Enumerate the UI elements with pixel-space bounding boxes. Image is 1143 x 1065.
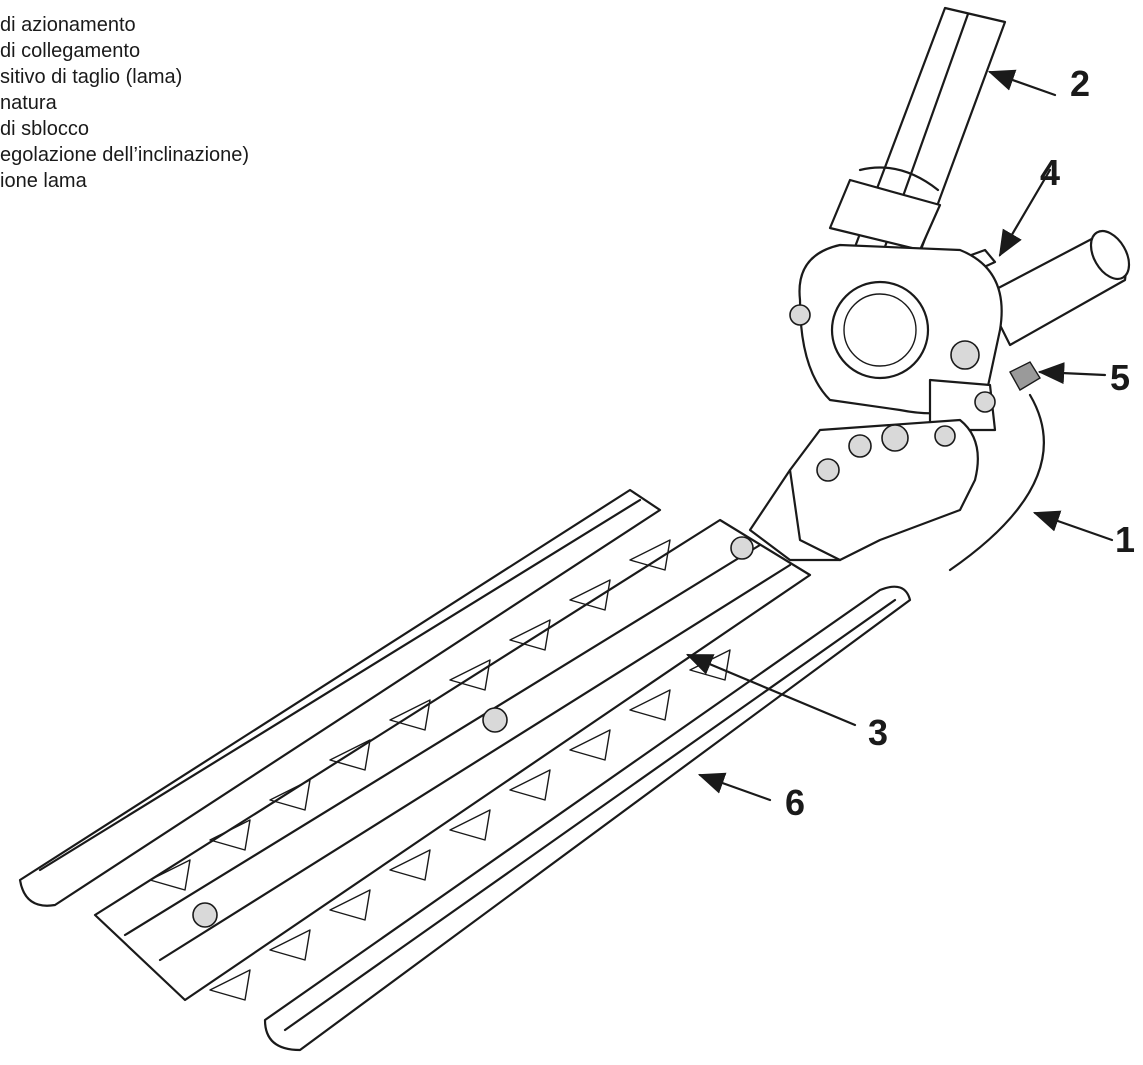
callout-label-6: 6 xyxy=(785,782,805,823)
callout-arrow-6 xyxy=(697,772,772,802)
legend-item-1: di azionamento xyxy=(0,14,136,36)
callout-arrow-2 xyxy=(987,69,1057,97)
legend-item-5: di sblocco xyxy=(0,118,89,140)
connecting-shaft xyxy=(828,6,1007,322)
legend-item-2: di collegamento xyxy=(0,40,141,62)
blade-guard-right xyxy=(263,585,912,1052)
callout-label-1: 1 xyxy=(1115,519,1135,560)
cutting-blade xyxy=(93,518,812,1002)
callout-label-2: 2 xyxy=(1070,63,1090,104)
callout-label-3: 3 xyxy=(868,712,888,753)
blade-teeth xyxy=(149,539,731,1001)
callout-arrow-3 xyxy=(685,653,857,727)
legend-item-4: natura xyxy=(0,92,57,114)
gear-head xyxy=(789,243,1003,432)
parts-legend: di azionamento di collegamento sitivo di… xyxy=(0,12,249,194)
callout-arrow-4 xyxy=(998,168,1052,257)
callout-arrow-1 xyxy=(1032,510,1114,542)
unlock-lever xyxy=(974,361,1041,413)
callout-label-5: 5 xyxy=(1110,357,1130,398)
legend-item-3: sitivo di taglio (lama) xyxy=(0,66,183,88)
callout-arrow-5 xyxy=(1037,362,1107,385)
mounting-bracket xyxy=(748,418,979,562)
blade-guard-left xyxy=(18,488,662,907)
legend-item-5-continued: egolazione dell’inclinazione) xyxy=(0,144,250,166)
callout-label-4: 4 xyxy=(1040,152,1060,193)
rotation-arc xyxy=(948,393,1045,572)
legend-item-6: ione lama xyxy=(0,170,87,192)
